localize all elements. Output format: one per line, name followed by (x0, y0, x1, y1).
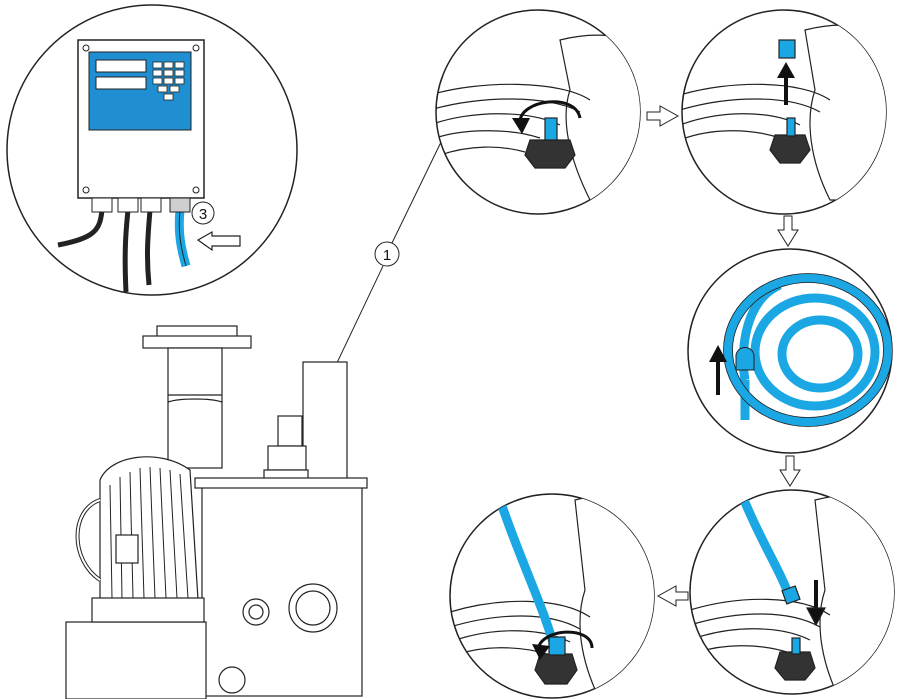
callout-1: 1 (375, 242, 399, 266)
hollow-arrow-icon (658, 586, 688, 606)
callout-3-label: 3 (199, 206, 207, 223)
step-1-unscrew (430, 10, 660, 214)
detail-control-box (7, 5, 297, 295)
callout-1-label: 1 (383, 247, 391, 264)
step-3-hose-coil (688, 249, 893, 453)
pump-unit (66, 326, 367, 699)
hollow-arrow-icon (780, 456, 800, 486)
callout-3: 3 (192, 202, 214, 224)
step-4-push-hose (690, 490, 903, 699)
hollow-arrow-icon (647, 106, 678, 126)
hollow-arrow-icon (778, 216, 798, 246)
step-5-tighten (450, 494, 670, 699)
step-2-cap-removed (680, 10, 900, 214)
